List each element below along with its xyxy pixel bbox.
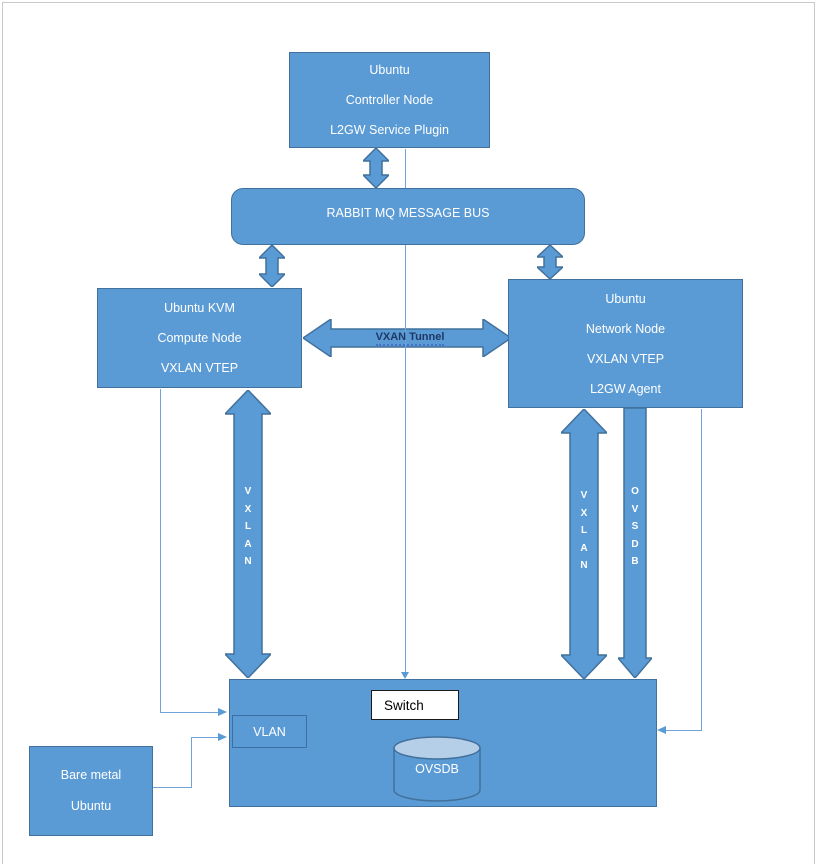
page-border-top [2,2,815,3]
compute-switch-vxlan-arrow [225,390,271,678]
vlan-box: VLAN [232,715,307,748]
switch-label-text: Switch [384,697,424,713]
bare-metal-box: Bare metal Ubuntu [29,746,153,836]
tunnel-arrow-label: VXAN Tunnel [355,331,465,346]
controller-node-line: Ubuntu [369,63,410,77]
ovsdb-cylinder-label: OVSDB [415,762,459,776]
vxlan-arrow-label-left: V X L A N [244,486,252,567]
bus-compute-arrow [259,245,285,287]
message-bus-box: RABBIT MQ MESSAGE BUS [231,188,585,245]
controller-node-line: Controller Node [345,93,434,107]
message-bus-label: RABBIT MQ MESSAGE BUS [326,205,490,220]
bare-metal-line: Bare metal [60,768,122,782]
network-node-box: Ubuntu Network Node VXLAN VTEP L2GW Agen… [508,279,743,408]
controller-bus-arrow [363,148,389,188]
controller-switch-connector-arrowhead [401,672,409,679]
ovsdb-arrow-label: O V S D B [631,486,639,567]
bare-metal-connector-hline2 [191,737,219,738]
controller-node-box: Ubuntu Controller Node L2GW Service Plug… [289,52,490,148]
bare-metal-connector-hline1 [153,787,191,788]
bus-network-arrow [537,245,563,279]
vxlan-arrow-label-right: V X L A N [580,490,588,571]
compute-switch-connector-vline [160,389,161,713]
compute-node-line: Ubuntu KVM [164,301,235,315]
network-node-line: Network Node [585,321,666,336]
network-node-line: L2GW Agent [590,381,661,396]
bare-metal-connector-vline [191,737,192,788]
bare-metal-connector-arrowhead [218,733,227,741]
page-border-right [814,2,815,864]
controller-node-line: L2GW Service Plugin [330,123,449,137]
compute-switch-connector-arrowhead [218,708,227,716]
network-node-line: Ubuntu [605,291,646,306]
switch-label: Switch [371,690,459,720]
compute-switch-connector-hline [160,712,218,713]
vlan-label-text: VLAN [253,724,286,739]
network-switch-connector-hline [666,730,702,731]
network-switch-connector-arrowhead [657,726,666,734]
compute-node-line: VXLAN VTEP [160,361,239,375]
controller-switch-connector-line [405,149,406,672]
bare-metal-line: Ubuntu [70,799,112,813]
compute-node-line: Compute Node [157,331,242,345]
network-switch-connector-vline [701,409,702,731]
network-switch-ovsdb-arrow [618,408,652,678]
network-node-line: VXLAN VTEP [586,351,665,366]
vxlan-tunnel-arrow [303,319,511,357]
network-switch-vxlan-arrow [561,409,607,679]
compute-node-box: Ubuntu KVM Compute Node VXLAN VTEP [97,288,302,388]
ovsdb-cylinder [393,736,481,802]
page-border-left [2,2,3,864]
